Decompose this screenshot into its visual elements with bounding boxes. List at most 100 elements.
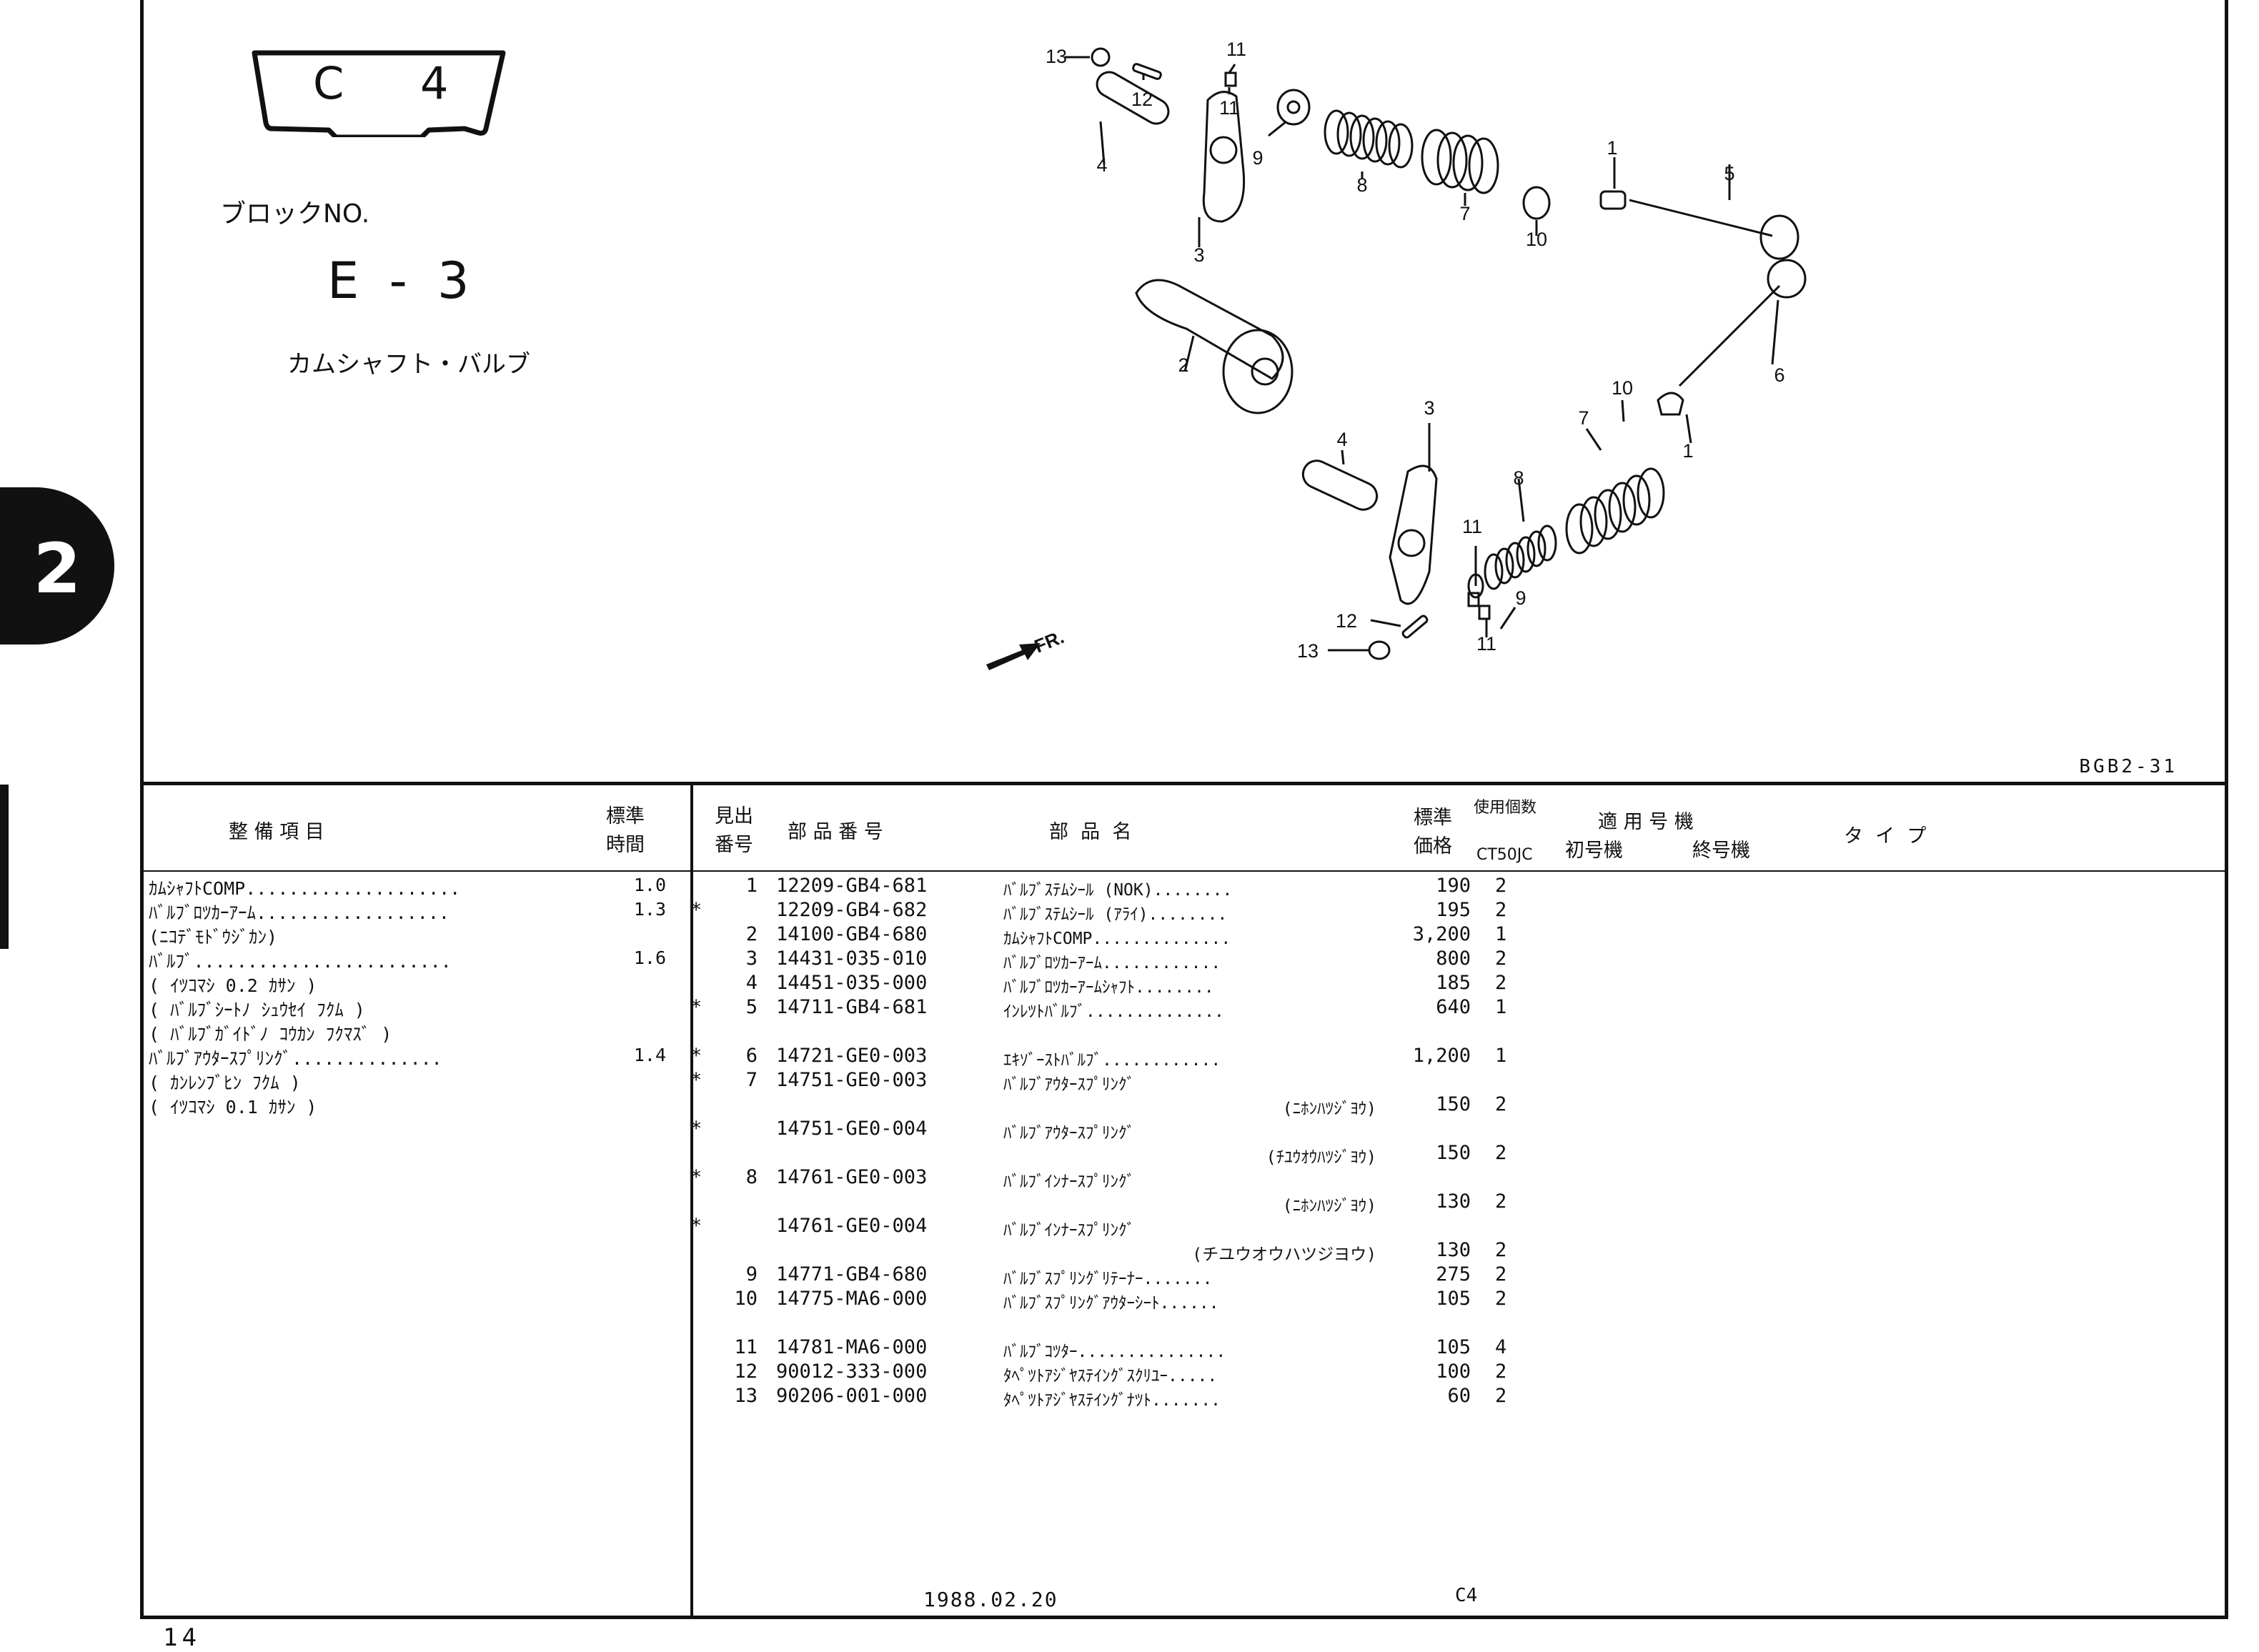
part-qty: 2 — [1495, 1263, 1507, 1285]
part-name: ｲﾝﾚﾂﾄﾊﾞﾙﾌﾞ.............. — [1003, 1002, 1224, 1021]
part-price: 100 — [1436, 1360, 1471, 1383]
header-ref-1: 見出 — [715, 805, 753, 827]
block-number: 4 — [420, 57, 449, 109]
service-item-hours: 1.0 — [633, 875, 666, 895]
callout-number: 7 — [1578, 407, 1589, 429]
part-ref-number: 12 — [734, 1360, 758, 1383]
part-price: 130 — [1436, 1190, 1471, 1213]
service-item-name: ﾊﾞﾙﾌﾞﾛﾂｶｰｱｰﾑ.................. — [149, 902, 450, 923]
service-item-name: (ﾆｺﾃﾞﾓﾄﾞｳｼﾞｶﾝ) — [149, 927, 278, 947]
part-name: ﾊﾞﾙﾌﾞｽﾃﾑｼｰﾙ (ｱﾗｲ)........ — [1003, 905, 1228, 924]
part-price: 130 — [1436, 1239, 1471, 1261]
part-ref-number: 5 — [745, 996, 758, 1018]
footer-code: C4 — [1455, 1585, 1478, 1606]
exhaust-valve — [1678, 259, 1807, 387]
header-last-unit: 終号機 — [1692, 840, 1750, 862]
part-qty: 2 — [1495, 1239, 1507, 1261]
callout-number: 4 — [1336, 429, 1347, 450]
part-ref-number: 6 — [745, 1045, 758, 1067]
part-number: 14451-035-000 — [776, 972, 928, 994]
retainer-upper — [1276, 89, 1311, 126]
service-item-row: ( ﾊﾞﾙﾌﾞｼｰﾄﾉ ｼｭｳｾｲ ﾌｸﾑ ) — [149, 996, 666, 1020]
part-qty: 1 — [1495, 996, 1507, 1018]
nut-upper — [1091, 47, 1111, 67]
callout-number: 10 — [1526, 229, 1547, 250]
part-qty: 2 — [1495, 1360, 1507, 1383]
service-item-name: ﾊﾞﾙﾌﾞｱｳﾀｰｽﾌﾟﾘﾝｸﾞ.............. — [149, 1048, 442, 1069]
part-number: 14771-GB4-680 — [776, 1263, 928, 1285]
screw-lower — [1401, 614, 1429, 639]
part-name: ｶﾑｼｬﾌﾄCOMP.............. — [1003, 930, 1231, 948]
service-item-row: ｶﾑｼｬﾌﾄCOMP....................1.0 — [149, 875, 666, 899]
part-number: 14761-GE0-003 — [776, 1166, 928, 1188]
part-name: ﾀﾍﾟﾂﾄｱｼﾞﾔｽﾃｲﾝｸﾞｽｸﾘﾕｰ..... — [1003, 1367, 1218, 1385]
callout-number: 2 — [1178, 354, 1188, 376]
part-name: ﾊﾞﾙﾌﾞｽﾃﾑｼｰﾙ (NOK)........ — [1003, 881, 1233, 900]
callout-number: 6 — [1774, 364, 1784, 386]
service-item-row: ( ﾊﾞﾙﾌﾞｶﾞｲﾄﾞﾉ ｺｳｶﾝ ﾌｸﾏｽﾞ ) — [149, 1020, 666, 1045]
cotter-2 — [1467, 592, 1480, 607]
part-number: 90206-001-000 — [776, 1385, 928, 1407]
block-title: カムシャフト・バルブ — [287, 350, 530, 379]
part-change-mark: * — [690, 1118, 702, 1140]
block-badge — [252, 50, 506, 137]
part-qty: 1 — [1495, 923, 1507, 945]
part-name: ﾊﾞﾙﾌﾞﾛﾂｶｰｱｰﾑｼｬﾌﾄ........ — [1003, 978, 1214, 997]
part-qty: 2 — [1495, 972, 1507, 994]
part-ref-number: 10 — [734, 1288, 758, 1310]
part-name: ﾊﾞﾙﾌﾞｲﾝﾅｰｽﾌﾟﾘﾝｸﾞ — [1003, 1173, 1135, 1191]
service-item-row: ( ｲﾂｺﾏｼ 0.2 ｶｻﾝ ) — [149, 972, 666, 996]
part-number: 14721-GE0-003 — [776, 1045, 928, 1067]
stem-seal-upper — [1599, 190, 1627, 210]
part-maker: (ﾆﾎﾝﾊﾂｼﾞﾖｳ) — [1282, 1197, 1376, 1215]
callout-number: 12 — [1336, 610, 1357, 632]
horizontal-divider — [140, 782, 2228, 785]
inlet-valve — [1629, 199, 1799, 260]
part-price: 800 — [1436, 947, 1471, 970]
part-name: ﾊﾞﾙﾌﾞﾛﾂｶｰｱｰﾑ............ — [1003, 954, 1221, 972]
service-item-name: ( ﾊﾞﾙﾌﾞｶﾞｲﾄﾞﾉ ｺｳｶﾝ ﾌｸﾏｽﾞ ) — [149, 1024, 392, 1045]
part-change-mark: * — [690, 996, 702, 1018]
service-item-hours: 1.3 — [633, 899, 666, 920]
header-qty: 使用個数 — [1474, 799, 1537, 817]
part-maker: (ﾁﾕｳｵｳﾊﾂｼﾞﾖｳ) — [1266, 1148, 1376, 1167]
service-item-name: ( ｲﾂｺﾏｼ 0.2 ｶｻﾝ ) — [149, 975, 317, 996]
part-price: 185 — [1436, 972, 1471, 994]
inner-spring-lower — [1484, 524, 1557, 590]
part-price: 275 — [1436, 1263, 1471, 1285]
callout-number: 12 — [1131, 89, 1153, 110]
callout-number: 13 — [1046, 46, 1067, 67]
section-tab-number: 2 — [33, 529, 81, 609]
part-qty: 2 — [1495, 1142, 1507, 1164]
callout-number: 11 — [1226, 39, 1246, 60]
block-code: E - 3 — [327, 252, 477, 310]
part-name: ﾊﾞﾙﾌﾞｽﾌﾟﾘﾝｸﾞﾘﾃｰﾅｰ....... — [1003, 1270, 1213, 1288]
header-model: CT50JC — [1476, 846, 1533, 864]
part-qty: 2 — [1495, 1385, 1507, 1407]
part-price: 60 — [1447, 1385, 1471, 1407]
callout-number: 8 — [1356, 174, 1367, 196]
callout-number: 4 — [1096, 154, 1107, 176]
callout-number: 11 — [1219, 97, 1239, 119]
part-name: ﾊﾞﾙﾌﾞｱｳﾀｰｽﾌﾟﾘﾝｸﾞ — [1003, 1124, 1135, 1143]
part-number: 14431-035-010 — [776, 947, 928, 970]
header-price-1: 標準 — [1414, 807, 1452, 829]
header-std-time-1: 標準 — [606, 805, 645, 827]
callout-number: 7 — [1459, 203, 1470, 224]
part-change-mark: * — [690, 1166, 702, 1188]
part-name: ﾊﾞﾙﾌﾞｲﾝﾅｰｽﾌﾟﾘﾝｸﾞ — [1003, 1221, 1135, 1240]
part-name: ﾊﾞﾙﾌﾞｺﾂﾀｰ............... — [1003, 1343, 1226, 1361]
front-direction-label: FR. — [1031, 626, 1067, 657]
part-ref-number: 1 — [745, 875, 758, 897]
part-number: 14751-GE0-004 — [776, 1118, 928, 1140]
rocker-arm-upper — [1202, 91, 1246, 223]
